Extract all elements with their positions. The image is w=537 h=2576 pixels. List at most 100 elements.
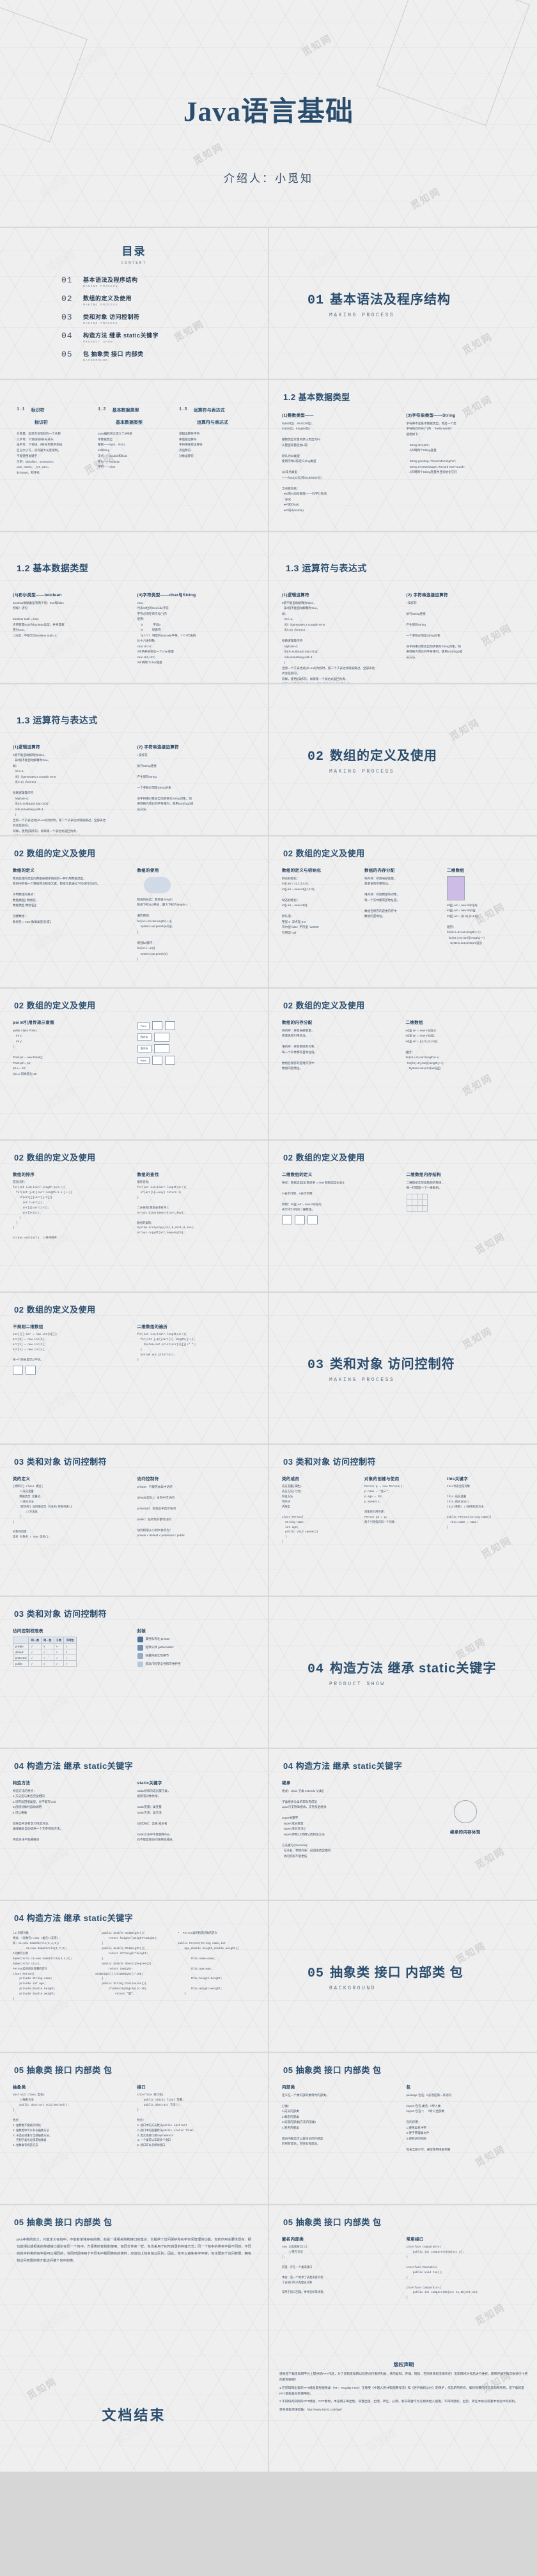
- slide-2-b2[interactable]: 02 数组的定义及使用 数组的内存分配 栈内存：存放局部变量， 变量名和引用地址…: [269, 989, 537, 1139]
- column-heading: 二维数组: [447, 868, 465, 873]
- column-heading: 访问控制符: [137, 1477, 159, 1481]
- diagram-cell: [164, 1056, 175, 1065]
- slide-row: 05 抽象类 接口 内部类 包 java中类的定义，只能定义在包中，不能有单独存…: [0, 2205, 537, 2356]
- card-number: 1.2: [98, 407, 106, 412]
- watermark: 觅知网: [300, 33, 334, 59]
- content-columns: 数组的排序 冒泡排序： for(int i=0;i<arr.length-1;i…: [0, 1163, 268, 1241]
- toc-item-number: 05: [61, 350, 73, 359]
- slide-row: 目录 CONTENT 01 基本语法及程序结构 MAKING PROCESS 0…: [0, 228, 537, 379]
- column-heading: (3)字符串类型——String: [406, 413, 456, 418]
- column-diagram: Point 栈内存 堆内存 Point: [137, 1019, 256, 1077]
- column-heading: (2) 字符串连接运算符: [406, 593, 448, 598]
- column-heading: 接口: [137, 2085, 146, 2090]
- slide-copyright[interactable]: 版权声明 感谢您下载觅知网平台上提供的PPT作品，为了您和觅知网以及原创作者的利…: [269, 2356, 537, 2472]
- watermark: 觅知网: [38, 1846, 72, 1872]
- slide-5-c[interactable]: 05 抽象类 接口 内部类 包 java中类的定义，只能定义在包中，不能有单独存…: [0, 2205, 268, 2356]
- slide-4-c[interactable]: 04 构造方法 继承 static关键字 (1)创建对象 格式：<对象名>=ne…: [0, 1901, 268, 2052]
- column-heading: (1)逻辑运算符: [13, 745, 40, 750]
- toc-item[interactable]: 05 包 抽象类 接口 内部类 BACKGROUND: [61, 350, 268, 362]
- ending-text: 文档结束: [102, 2407, 166, 2423]
- toc-title: 目录: [121, 245, 146, 258]
- toc-item[interactable]: 02 数组的定义及使用 MAKING PROCESS: [61, 294, 268, 307]
- slide-3-a[interactable]: 03 类和对象 访问控制符 类的定义 [修饰符] class 类名{ //成员变…: [0, 1445, 268, 1596]
- table-cell: ×: [53, 1643, 65, 1649]
- slide-5-a[interactable]: 05 抽象类 接口 内部类 包 抽象类 abstract class 类名{ /…: [0, 2053, 268, 2204]
- diagram-cell: [153, 1033, 169, 1042]
- toc-list: 01 基本语法及程序结构 MAKING PROCESS 02 数组的定义及使用 …: [61, 275, 268, 362]
- diagram-row: 堆内存: [137, 1044, 256, 1053]
- column-heading: 二维数组内存结构: [406, 1173, 441, 1177]
- card-header: 1.3 运算符与表达式: [179, 407, 251, 413]
- toc-item[interactable]: 04 构造方法 继承 static关键字 PRODUCT SHOW: [61, 331, 268, 344]
- content-columns: 二维数组的定义 格式：数据类型[][] 数组名 = new 数据类型[m][n]…: [269, 1163, 537, 1224]
- slide-2-f[interactable]: 02 数组的定义及使用 不规则二维数组 int[][] arr = new in…: [0, 1293, 268, 1444]
- content-columns: 内部类 定义在一个类内部的类称为内部类。 分类： 1.成员内部类 2.静态内部类…: [269, 2076, 537, 2152]
- column-right: (3)字符串类型——String 字符串不是基本数据类型，而是一个类 字符在双引…: [407, 412, 525, 513]
- card-subtitle: 运算符与表达式: [197, 420, 228, 425]
- slide-toc[interactable]: 目录 CONTENT 01 基本语法及程序结构 MAKING PROCESS 0…: [0, 228, 268, 379]
- column-body: int[][] arr = new int[3][4]; int[][] arr…: [447, 904, 485, 945]
- column-left: 数组的定义 数组是相同类型的数据按顺序组成的一种引用数据类型。 数组中的每一个数…: [13, 867, 131, 962]
- slide-2-d[interactable]: 02 数组的定义及使用 数组的排序 冒泡排序： for(int i=0;i<ar…: [0, 1141, 268, 1292]
- column-body: 栈内存：存放局部变量， 变量名和引用地址。 堆内存：存放数组和对象， 每一个实体…: [364, 877, 400, 918]
- slide-2-b[interactable]: 02 数组的定义及使用 数组的定义与初始化 静态初始化： int[] arr =…: [269, 837, 537, 987]
- slide-4-b[interactable]: 04 构造方法 继承 static关键字 继承 格式：class 子类 exte…: [269, 1749, 537, 1900]
- slide-1-3-a[interactable]: 1.3 运算符与表达式 (1)逻辑运算符 0值不能自动解释为false， 非0值…: [269, 532, 537, 683]
- diagram-row: Point: [137, 1056, 256, 1065]
- slide-5-d[interactable]: 05 抽象类 接口 内部类 包 匿名内部类 new 父类或接口(){ //重写方…: [269, 2205, 537, 2356]
- copyright-link[interactable]: 更多模板烦请登陆：http://www.51niz.com/ppt/: [279, 2408, 342, 2412]
- slide-3-c[interactable]: 03 类和对象 访问控制符 访问控制权限表 同一类 同一包 子类 不同包: [0, 1597, 268, 1748]
- diagram-row: 栈内存: [137, 1033, 256, 1042]
- slide-5-b[interactable]: 05 抽象类 接口 内部类 包 内部类 定义在一个类内部的类称为内部类。 分类：…: [269, 2053, 537, 2204]
- column-right: static关键字 static修饰的成员属于类， 被所有对象共享。 stati…: [137, 1779, 256, 1843]
- slide-3-b[interactable]: 03 类和对象 访问控制符 类的成员 成员变量(属性) 成员方法(行为) 构造方…: [269, 1445, 537, 1596]
- toc-item-number: 04: [61, 331, 73, 341]
- toc-item[interactable]: 01 基本语法及程序结构 MAKING PROCESS: [61, 275, 268, 288]
- toc-item-label: 包 抽象类 接口 内部类: [83, 351, 144, 357]
- column-heading: 不规则二维数组: [13, 1325, 43, 1329]
- slide-row: 04 构造方法 继承 static关键字 构造方法 构造方法的特点： 1.方法名…: [0, 1749, 537, 1900]
- slide-cover[interactable]: Java语言基础 介绍人：小觅知 觅知网 觅知网 觅知网 觅知网 觅知网 觅知网: [0, 0, 537, 227]
- watermark: 觅知网: [460, 1072, 495, 1099]
- slide-1-3-title[interactable]: 1.3 运算符与表达式 (1)逻辑运算符 0值不能自动解释为false， 非0值…: [0, 684, 268, 835]
- column-heading: 二维数组的定义: [282, 1173, 313, 1177]
- diagram-label-point2: Point: [137, 1056, 150, 1064]
- access-control-table: 同一类 同一包 子类 不同包 private √ × × ×: [12, 1637, 77, 1667]
- slide-4-a[interactable]: 04 构造方法 继承 static关键字 构造方法 构造方法的特点： 1.方法名…: [0, 1749, 268, 1900]
- slide-2-c[interactable]: 02 数组的定义及使用 point引用传递示意图 public class Po…: [0, 989, 268, 1139]
- purple-block: [447, 876, 465, 900]
- column-heading: 继承: [282, 1781, 291, 1785]
- slide-title: 04 构造方法 继承 static关键字: [283, 1761, 403, 1771]
- toc-item[interactable]: 03 类和对象 访问控制符 MAKING PROCESS: [61, 312, 268, 325]
- section-subtitle: MAKING PROCESS: [329, 1377, 395, 1383]
- column-right: 封装 属性私有化 private 提供公共 getter/setter 隐藏内部…: [137, 1627, 256, 1670]
- column-1: (1)创建对象 格式：<对象名>=new <类名>(实参); 如：c1=new …: [13, 1931, 90, 2002]
- slide-ending[interactable]: 文档结束 觅知网 觅知网: [0, 2356, 268, 2472]
- column-body: 静态初始化： int[] arr = {1,2,3,4,5}; int[] ar…: [282, 877, 320, 934]
- column-right: 二维数组内存结构 二维数组实际是数组的数组， 每一行都是一个一维数组。: [406, 1171, 525, 1224]
- slide-1-2-b[interactable]: 1.2 基本数据类型 (3)布尔类型——boolean boolean数据类型有…: [0, 532, 268, 683]
- slide-2-e[interactable]: 02 数组的定义及使用 二维数组的定义 格式：数据类型[][] 数组名 = ne…: [269, 1141, 537, 1292]
- column-body: 格式：数据类型[][] 数组名 = new 数据类型[m][n]; m表示行数，…: [282, 1181, 345, 1212]
- slide-overview-1x[interactable]: 1.1 标识符 标识符 为变量、类或方法等起的一个名称 以字母、下划线或$符号开…: [0, 380, 268, 531]
- column-body: (1)创建对象 格式：<对象名>=new <类名>(实参); 如：c1=new …: [13, 1932, 72, 2001]
- table-header: 子类: [53, 1637, 65, 1644]
- slide-1-2-a[interactable]: 1.2 基本数据类型 (1)整数类型—— byte(8位)、short(16位)…: [269, 380, 537, 531]
- diagram-cell: [282, 1215, 292, 1224]
- bullet-square-icon: [137, 1645, 143, 1651]
- card-title: 标识符: [31, 408, 45, 413]
- slide-title: 04 构造方法 继承 static关键字: [14, 1913, 134, 1923]
- slide-2-a[interactable]: 02 数组的定义及使用 数组的定义 数组是相同类型的数据按顺序组成的一种引用数据…: [0, 837, 268, 987]
- column-heading: (3)布尔类型——boolean: [13, 593, 62, 598]
- column-body: for(int i=0;i<arr.length;i++){ for(int j…: [137, 1333, 197, 1362]
- toc-item-number: 01: [61, 275, 73, 285]
- content-columns: 匿名内部类 new 父类或接口(){ //重写方法 }; 前提：存在一个类或接口…: [269, 2228, 537, 2301]
